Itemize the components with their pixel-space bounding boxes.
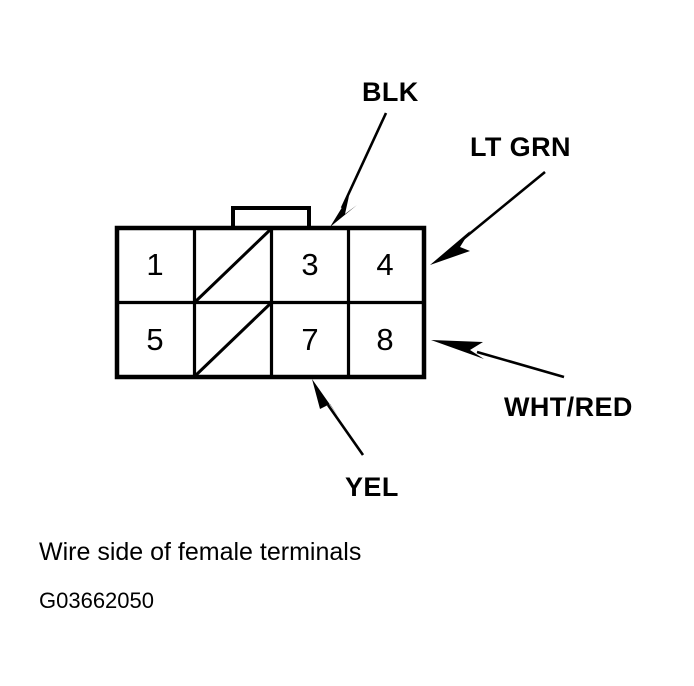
callout-leader-blk <box>330 112 388 227</box>
blocked-cavity-diagonal-6 <box>193 301 273 378</box>
cavity-number-7: 7 <box>301 322 318 357</box>
arrow-head-yel <box>312 379 338 416</box>
wire-label-lt-grn: LT GRN <box>470 132 571 162</box>
connector-locking-tab <box>231 206 311 230</box>
cavity-number-4: 4 <box>376 247 393 282</box>
figure-id: G03662050 <box>39 588 154 613</box>
wire-label-yel: YEL <box>345 472 399 502</box>
cavity-number-5: 5 <box>146 322 163 357</box>
blocked-cavity-diagonal-2 <box>193 227 273 304</box>
arrow-head-wht-red <box>431 340 484 359</box>
cavity-number-1: 1 <box>146 247 163 282</box>
callout-leader-yel <box>312 379 365 456</box>
arrow-head-lt-grn <box>430 231 470 265</box>
cavity-number-8: 8 <box>376 322 393 357</box>
wire-label-blk: BLK <box>362 77 419 107</box>
wire-label-wht-red: WHT/RED <box>504 392 633 422</box>
cavity-number-3: 3 <box>301 247 318 282</box>
arrow-head-blk <box>330 196 357 227</box>
callout-leader-lt-grn <box>430 170 546 265</box>
callout-leader-wht-red <box>431 340 565 379</box>
figure-caption: Wire side of female terminals <box>39 538 361 566</box>
